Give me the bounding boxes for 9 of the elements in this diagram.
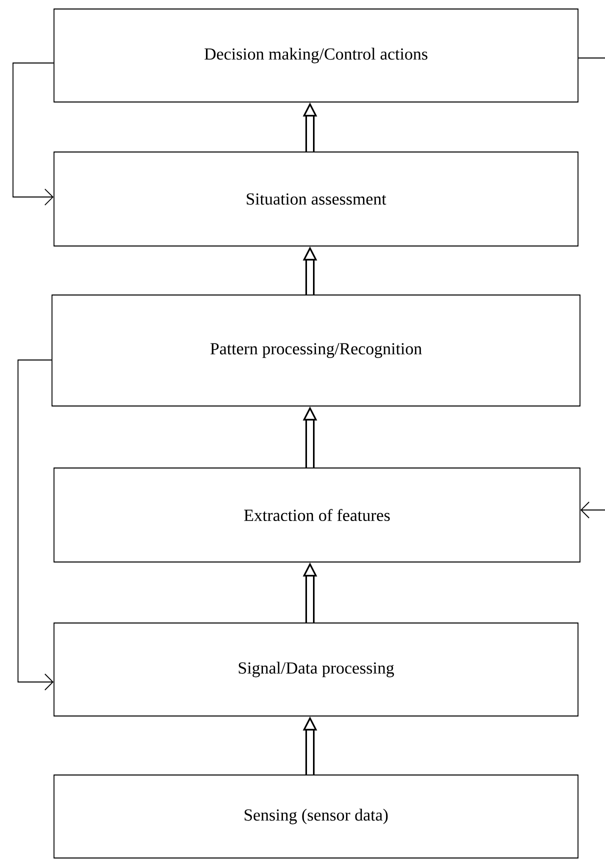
process-box: Pattern processing/Recognition	[52, 294, 580, 406]
process-box: Sensing (sensor data)	[54, 774, 578, 858]
process-box: Signal/Data processing	[54, 622, 578, 716]
process-box: Situation assessment	[54, 152, 578, 246]
feedback-arrow	[580, 502, 605, 518]
process-box: Decision making/Control actions	[54, 8, 578, 102]
feedback-arrow	[18, 360, 54, 690]
process-box: Extraction of features	[54, 468, 580, 562]
feedback-arrow	[12, 62, 54, 206]
